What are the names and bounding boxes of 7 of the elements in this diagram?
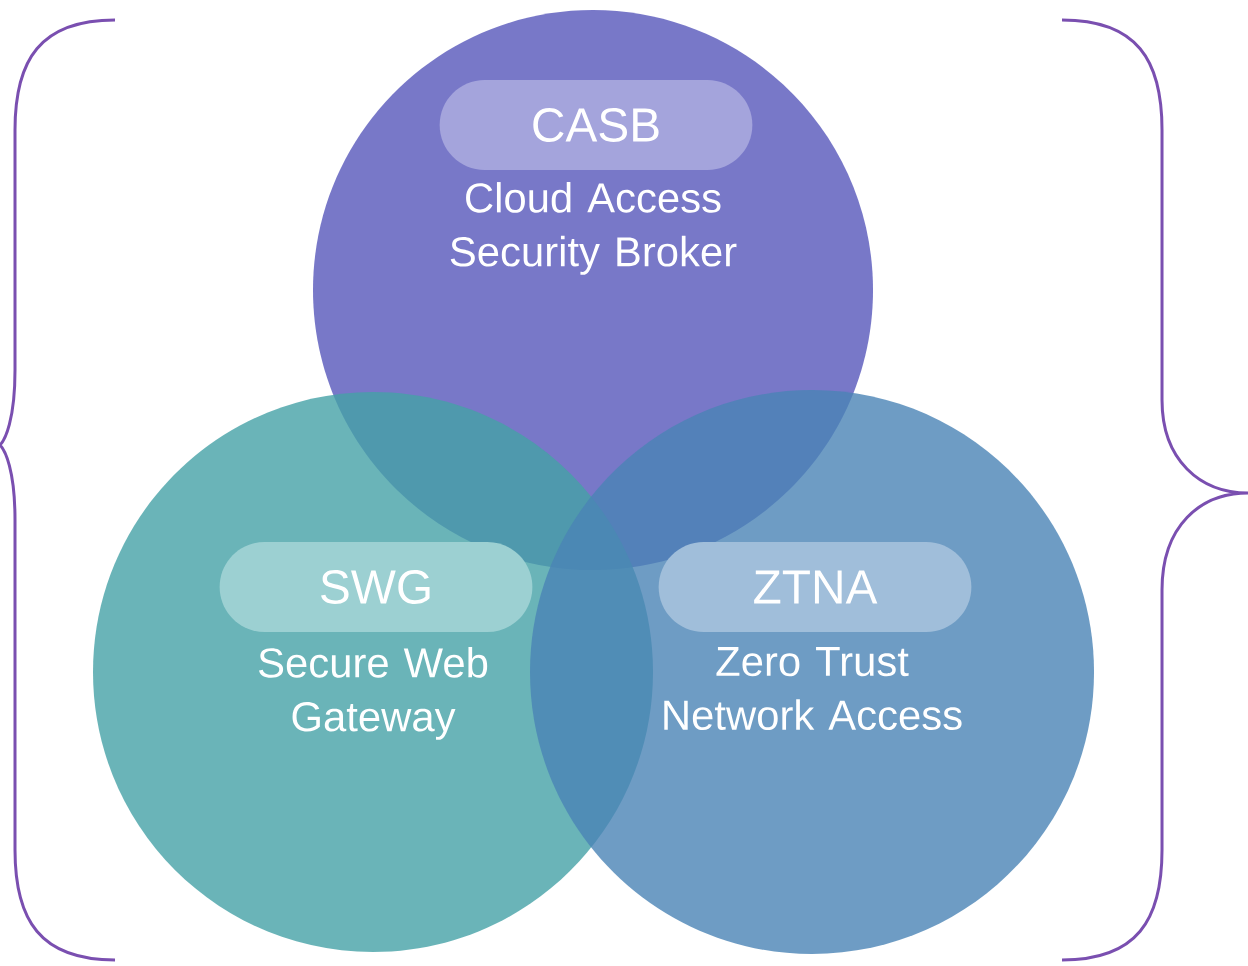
venn-circle <box>530 390 1094 954</box>
acronym-pill: SWG <box>219 542 533 632</box>
circle-description: Cloud Access Security Broker <box>450 182 737 275</box>
acronym-pill: CASB <box>439 80 753 170</box>
circle-description: Zero Trust Network Access <box>664 647 962 731</box>
acronym-pill: ZTNA <box>658 542 972 632</box>
circle-description: Secure Web Gateway <box>259 647 488 740</box>
